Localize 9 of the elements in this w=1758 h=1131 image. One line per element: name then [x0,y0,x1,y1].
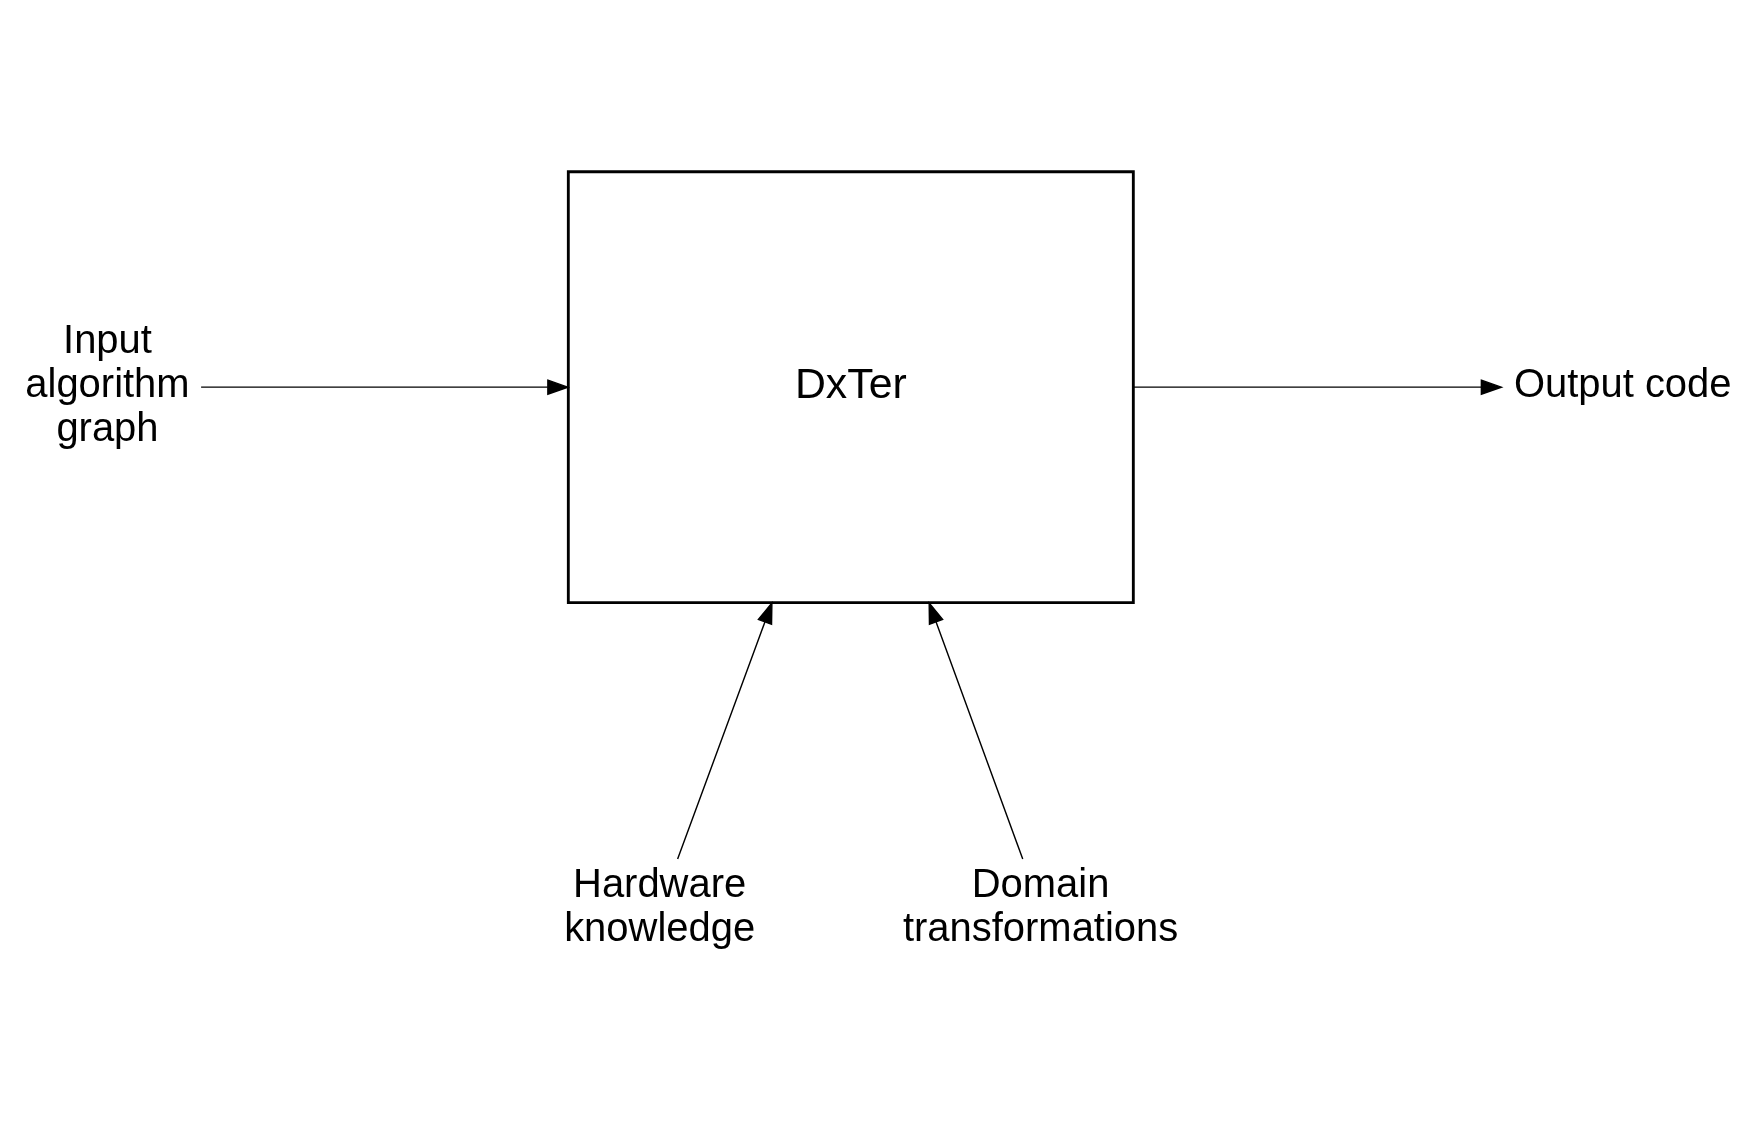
arrow [676,601,773,860]
arrow [200,379,570,396]
arrow [1132,379,1504,396]
node-text: Hardware knowledge [564,861,756,950]
node-text: Domain transformations [902,861,1179,950]
arrow [928,601,1024,860]
node-box: DxTer [566,170,1135,605]
node-text: Input algorithm graph [25,316,190,450]
node-text: Output code [1513,361,1732,405]
